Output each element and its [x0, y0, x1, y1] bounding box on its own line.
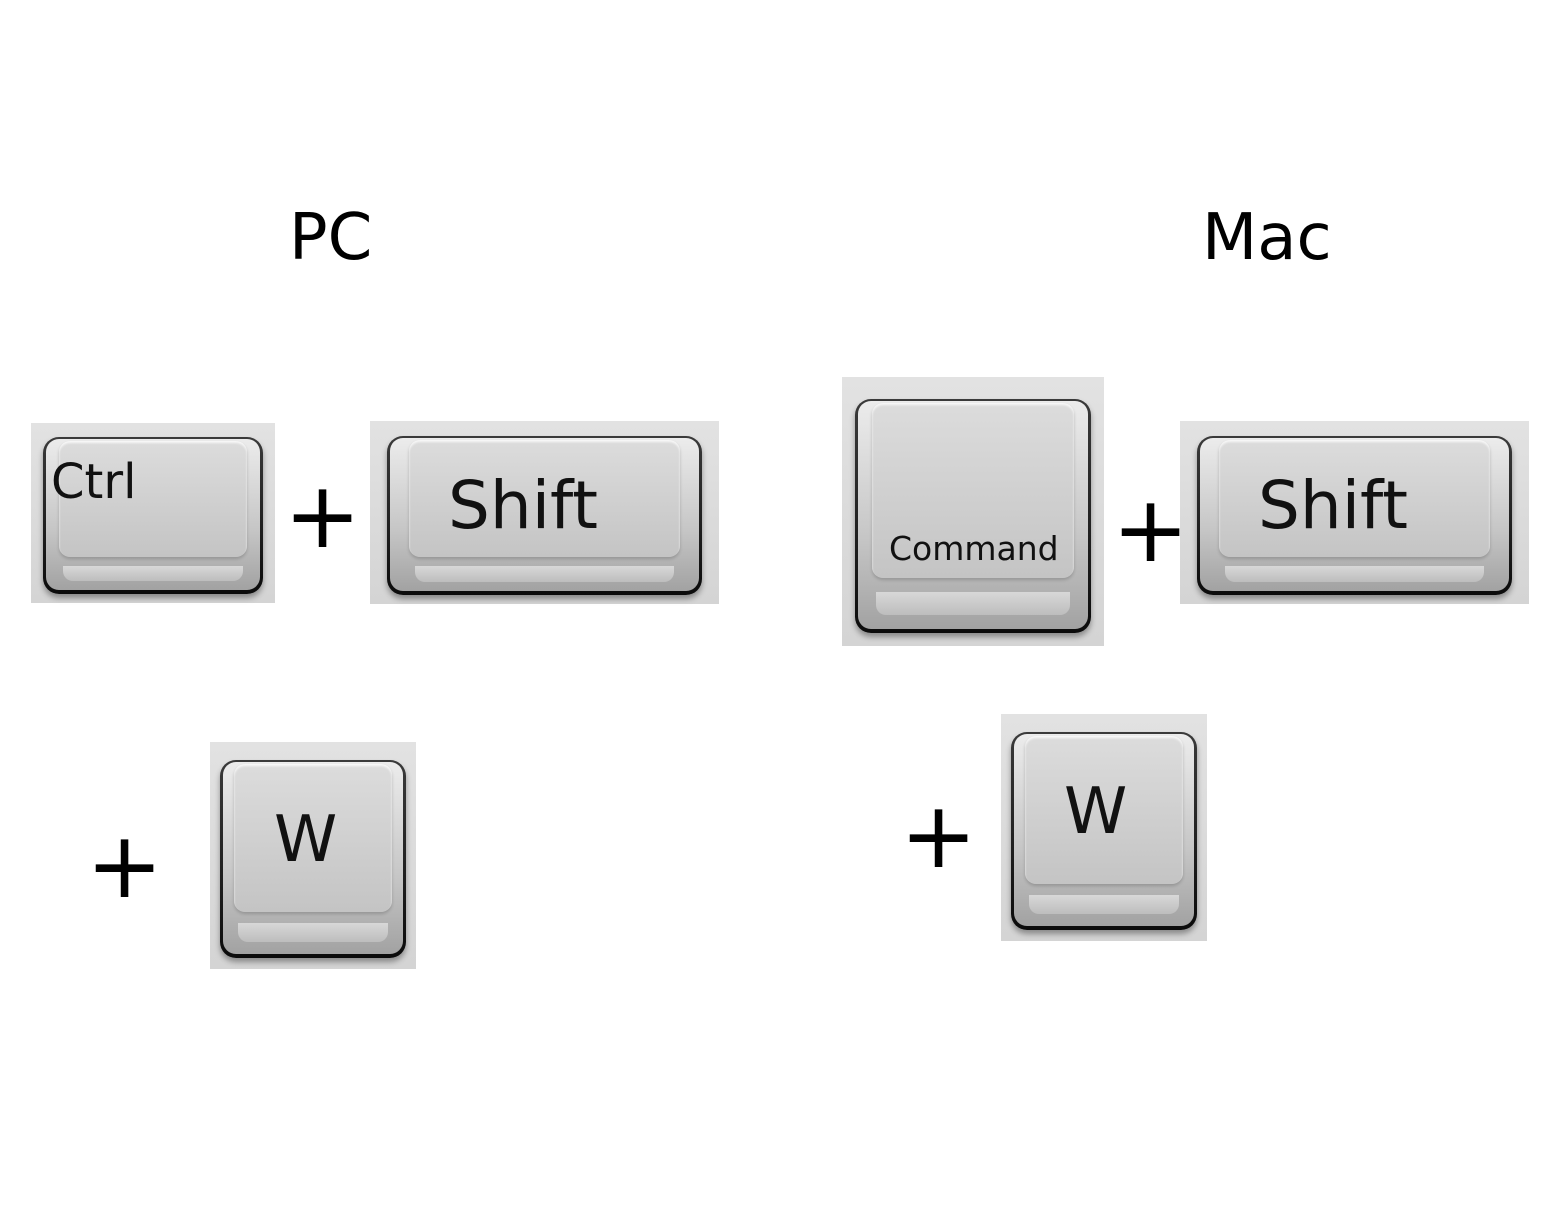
pc-w-key-label: W [274, 803, 338, 877]
key-well [387, 435, 702, 595]
key-cap [1200, 437, 1509, 591]
key-face [408, 439, 681, 558]
key-face [1025, 736, 1183, 884]
pc-heading: PC [289, 201, 373, 275]
pc-shift-key: Shift [370, 421, 719, 604]
key-cap [1014, 734, 1194, 926]
key-rim [63, 565, 243, 581]
key-rim [1028, 895, 1180, 915]
mac-shift-key: Shift [1180, 421, 1529, 604]
command-key: Command [842, 377, 1104, 646]
key-rim [415, 566, 674, 582]
mac-plus-sign: + [900, 782, 978, 889]
pc-shift-key-label: Shift [448, 467, 599, 544]
pc-plus-sign: + [86, 812, 164, 919]
key-rim [1225, 566, 1484, 582]
key-cap [858, 400, 1088, 629]
key-well [1197, 435, 1512, 595]
key-face [871, 402, 1075, 579]
mac-heading: Mac [1202, 201, 1332, 275]
key-well [220, 760, 406, 958]
mac-plus-sign: + [1112, 476, 1190, 583]
key-rim [876, 592, 1070, 615]
mac-shift-key-label: Shift [1258, 467, 1409, 544]
pc-plus-sign: + [284, 462, 362, 569]
key-cap [46, 439, 260, 590]
key-cap [390, 437, 699, 591]
ctrl-key: Ctrl [31, 423, 275, 603]
mac-w-key: W [1001, 714, 1207, 941]
pc-w-key: W [210, 742, 416, 969]
key-rim [237, 923, 389, 943]
key-cap [223, 762, 403, 954]
key-well [1011, 732, 1197, 930]
key-well [855, 398, 1091, 633]
mac-w-key-label: W [1064, 775, 1128, 849]
key-face [59, 441, 247, 557]
key-well [43, 437, 263, 594]
ctrl-key-label: Ctrl [51, 454, 137, 510]
command-key-label: Command [889, 529, 1059, 568]
key-face [234, 764, 392, 912]
key-face [1218, 439, 1491, 558]
